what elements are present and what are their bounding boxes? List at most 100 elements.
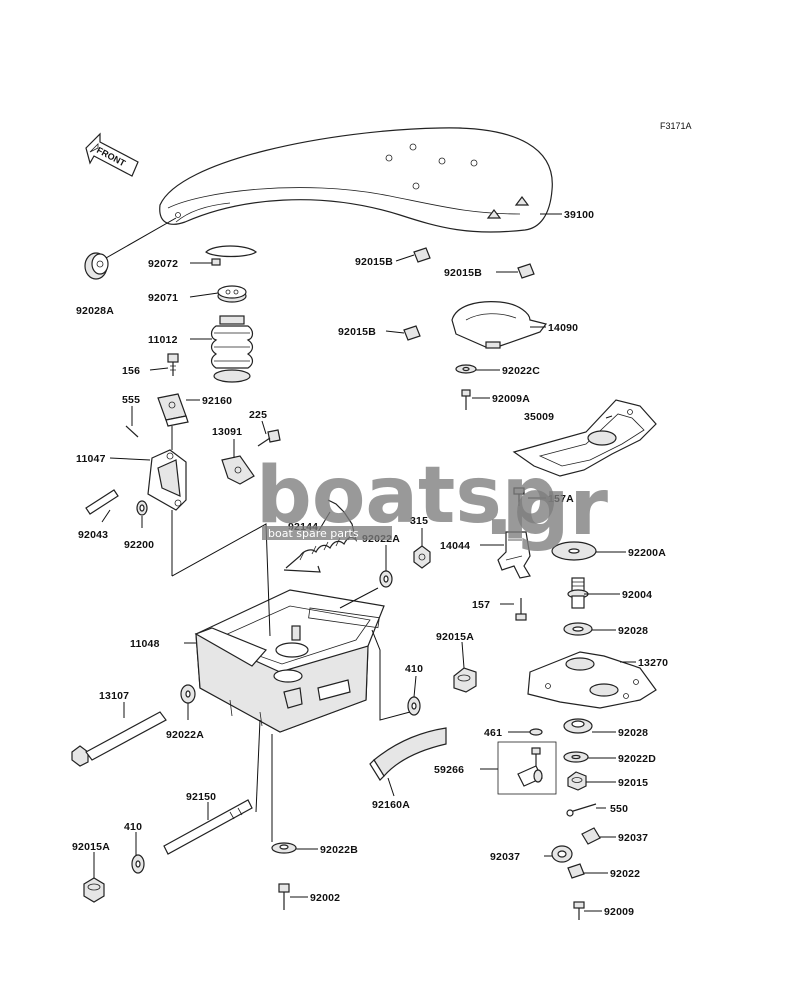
label-461: 461 bbox=[484, 727, 502, 739]
label-92200: 92200 bbox=[124, 539, 154, 551]
clip-92022 bbox=[567, 863, 585, 879]
clamp-92037-b bbox=[551, 845, 573, 863]
label-92028: 92028 bbox=[618, 625, 648, 637]
washer-92200A bbox=[551, 541, 597, 561]
label-11048: 11048 bbox=[130, 638, 160, 650]
label-92037: 92037 bbox=[618, 832, 648, 844]
washer-92028-lower bbox=[563, 718, 593, 734]
label-92022D: 92022D bbox=[618, 753, 656, 765]
label-92002: 92002 bbox=[310, 892, 340, 904]
svg-text:boat spare parts: boat spare parts bbox=[268, 527, 359, 540]
label-11047: 11047 bbox=[76, 453, 106, 465]
label-92150: 92150 bbox=[186, 791, 216, 803]
stud-92150 bbox=[163, 799, 253, 855]
label-13091: 13091 bbox=[212, 426, 242, 438]
leader-lines bbox=[93, 213, 636, 912]
label-13270: 13270 bbox=[638, 657, 668, 669]
nut-92015 bbox=[567, 771, 587, 791]
washer-92200 bbox=[136, 500, 148, 516]
label-157A: 157A bbox=[548, 493, 574, 505]
svg-text:.gr: .gr bbox=[484, 463, 608, 553]
label-92072: 92072 bbox=[148, 258, 178, 270]
label-92043: 92043 bbox=[78, 529, 108, 541]
label-13107: 13107 bbox=[99, 690, 129, 702]
lever-bracket-11047 bbox=[147, 449, 187, 511]
bolt-157A bbox=[513, 487, 525, 506]
kit-box-59266 bbox=[497, 741, 557, 795]
bolt-92009A bbox=[461, 389, 471, 410]
label-92071: 92071 bbox=[148, 292, 178, 304]
bracket-13091 bbox=[221, 455, 255, 485]
bolt-157 bbox=[515, 598, 527, 621]
label-92200A: 92200A bbox=[628, 547, 666, 559]
label-410: 410 bbox=[405, 663, 423, 675]
screw-225 bbox=[257, 429, 281, 447]
label-92015B: 92015B bbox=[444, 267, 482, 279]
label-92160A: 92160A bbox=[372, 799, 410, 811]
label-92022B: 92022B bbox=[320, 844, 358, 856]
clip-92015B-a bbox=[413, 247, 431, 263]
label-225: 225 bbox=[249, 409, 267, 421]
washer-92022A-upper bbox=[379, 570, 393, 588]
knob-92028A bbox=[84, 252, 109, 280]
hood-pad-39100 bbox=[159, 127, 553, 233]
pin-92043 bbox=[85, 489, 119, 515]
label-11012: 11012 bbox=[148, 334, 178, 346]
label-92028A: 92028A bbox=[76, 305, 114, 317]
label-92015: 92015 bbox=[618, 777, 648, 789]
clamp-92037-a bbox=[581, 827, 601, 845]
cap-92071 bbox=[217, 285, 247, 303]
base-housing-11048 bbox=[194, 589, 385, 733]
pin-550 bbox=[566, 803, 597, 817]
nut-92015A-upper bbox=[453, 667, 477, 693]
pad-92160A bbox=[369, 727, 447, 781]
bracket-92160 bbox=[157, 393, 189, 427]
bolt-156 bbox=[167, 353, 179, 376]
label-14090: 14090 bbox=[548, 322, 578, 334]
mount-35009 bbox=[512, 399, 657, 477]
assembly-guide-lines bbox=[105, 217, 411, 842]
washer-92022C bbox=[455, 364, 477, 374]
washer-92022A-lower bbox=[180, 684, 196, 704]
label-157: 157 bbox=[472, 599, 490, 611]
bolt-13107 bbox=[71, 711, 167, 767]
front-arrow-icon: FRONT bbox=[85, 132, 139, 177]
label-92009: 92009 bbox=[604, 906, 634, 918]
washer-410-right bbox=[407, 696, 421, 716]
clip-92015B-b bbox=[517, 263, 535, 279]
bolt-92002 bbox=[278, 883, 290, 910]
label-156: 156 bbox=[122, 365, 140, 377]
nut-92015A-lower bbox=[83, 877, 105, 903]
washer-410-left bbox=[131, 854, 145, 874]
label-92015A: 92015A bbox=[436, 631, 474, 643]
label-92160: 92160 bbox=[202, 395, 232, 407]
label-14044: 14044 bbox=[440, 540, 470, 552]
washer-92022B bbox=[271, 842, 297, 854]
clip-92015B-c bbox=[403, 325, 421, 341]
washer-92022D bbox=[563, 751, 589, 763]
label-92022A: 92022A bbox=[166, 729, 204, 741]
label-92009A: 92009A bbox=[492, 393, 530, 405]
label-92004: 92004 bbox=[622, 589, 652, 601]
label-92022: 92022 bbox=[610, 868, 640, 880]
label-92015B: 92015B bbox=[355, 256, 393, 268]
label-550: 550 bbox=[610, 803, 628, 815]
label-315: 315 bbox=[410, 515, 428, 527]
label-92022C: 92022C bbox=[502, 365, 540, 377]
nut-461 bbox=[529, 728, 543, 736]
label-92037: 92037 bbox=[490, 851, 520, 863]
pin-555 bbox=[125, 425, 139, 438]
bolt-92009 bbox=[573, 901, 585, 920]
part-labels: 39100 92072 92015B 92015B 92071 92028A 1… bbox=[72, 209, 668, 918]
label-555: 555 bbox=[122, 394, 140, 406]
washer-92028-upper bbox=[563, 622, 593, 636]
bracket-14044 bbox=[497, 531, 531, 579]
label-35009: 35009 bbox=[524, 411, 554, 423]
label-39100: 39100 bbox=[564, 209, 594, 221]
nut-315 bbox=[413, 545, 431, 569]
label-92015A: 92015A bbox=[72, 841, 110, 853]
cover-14090 bbox=[451, 301, 548, 349]
watermark-logo: boatsp .gr boat spare parts bbox=[256, 451, 608, 553]
label-59266: 59266 bbox=[434, 764, 464, 776]
